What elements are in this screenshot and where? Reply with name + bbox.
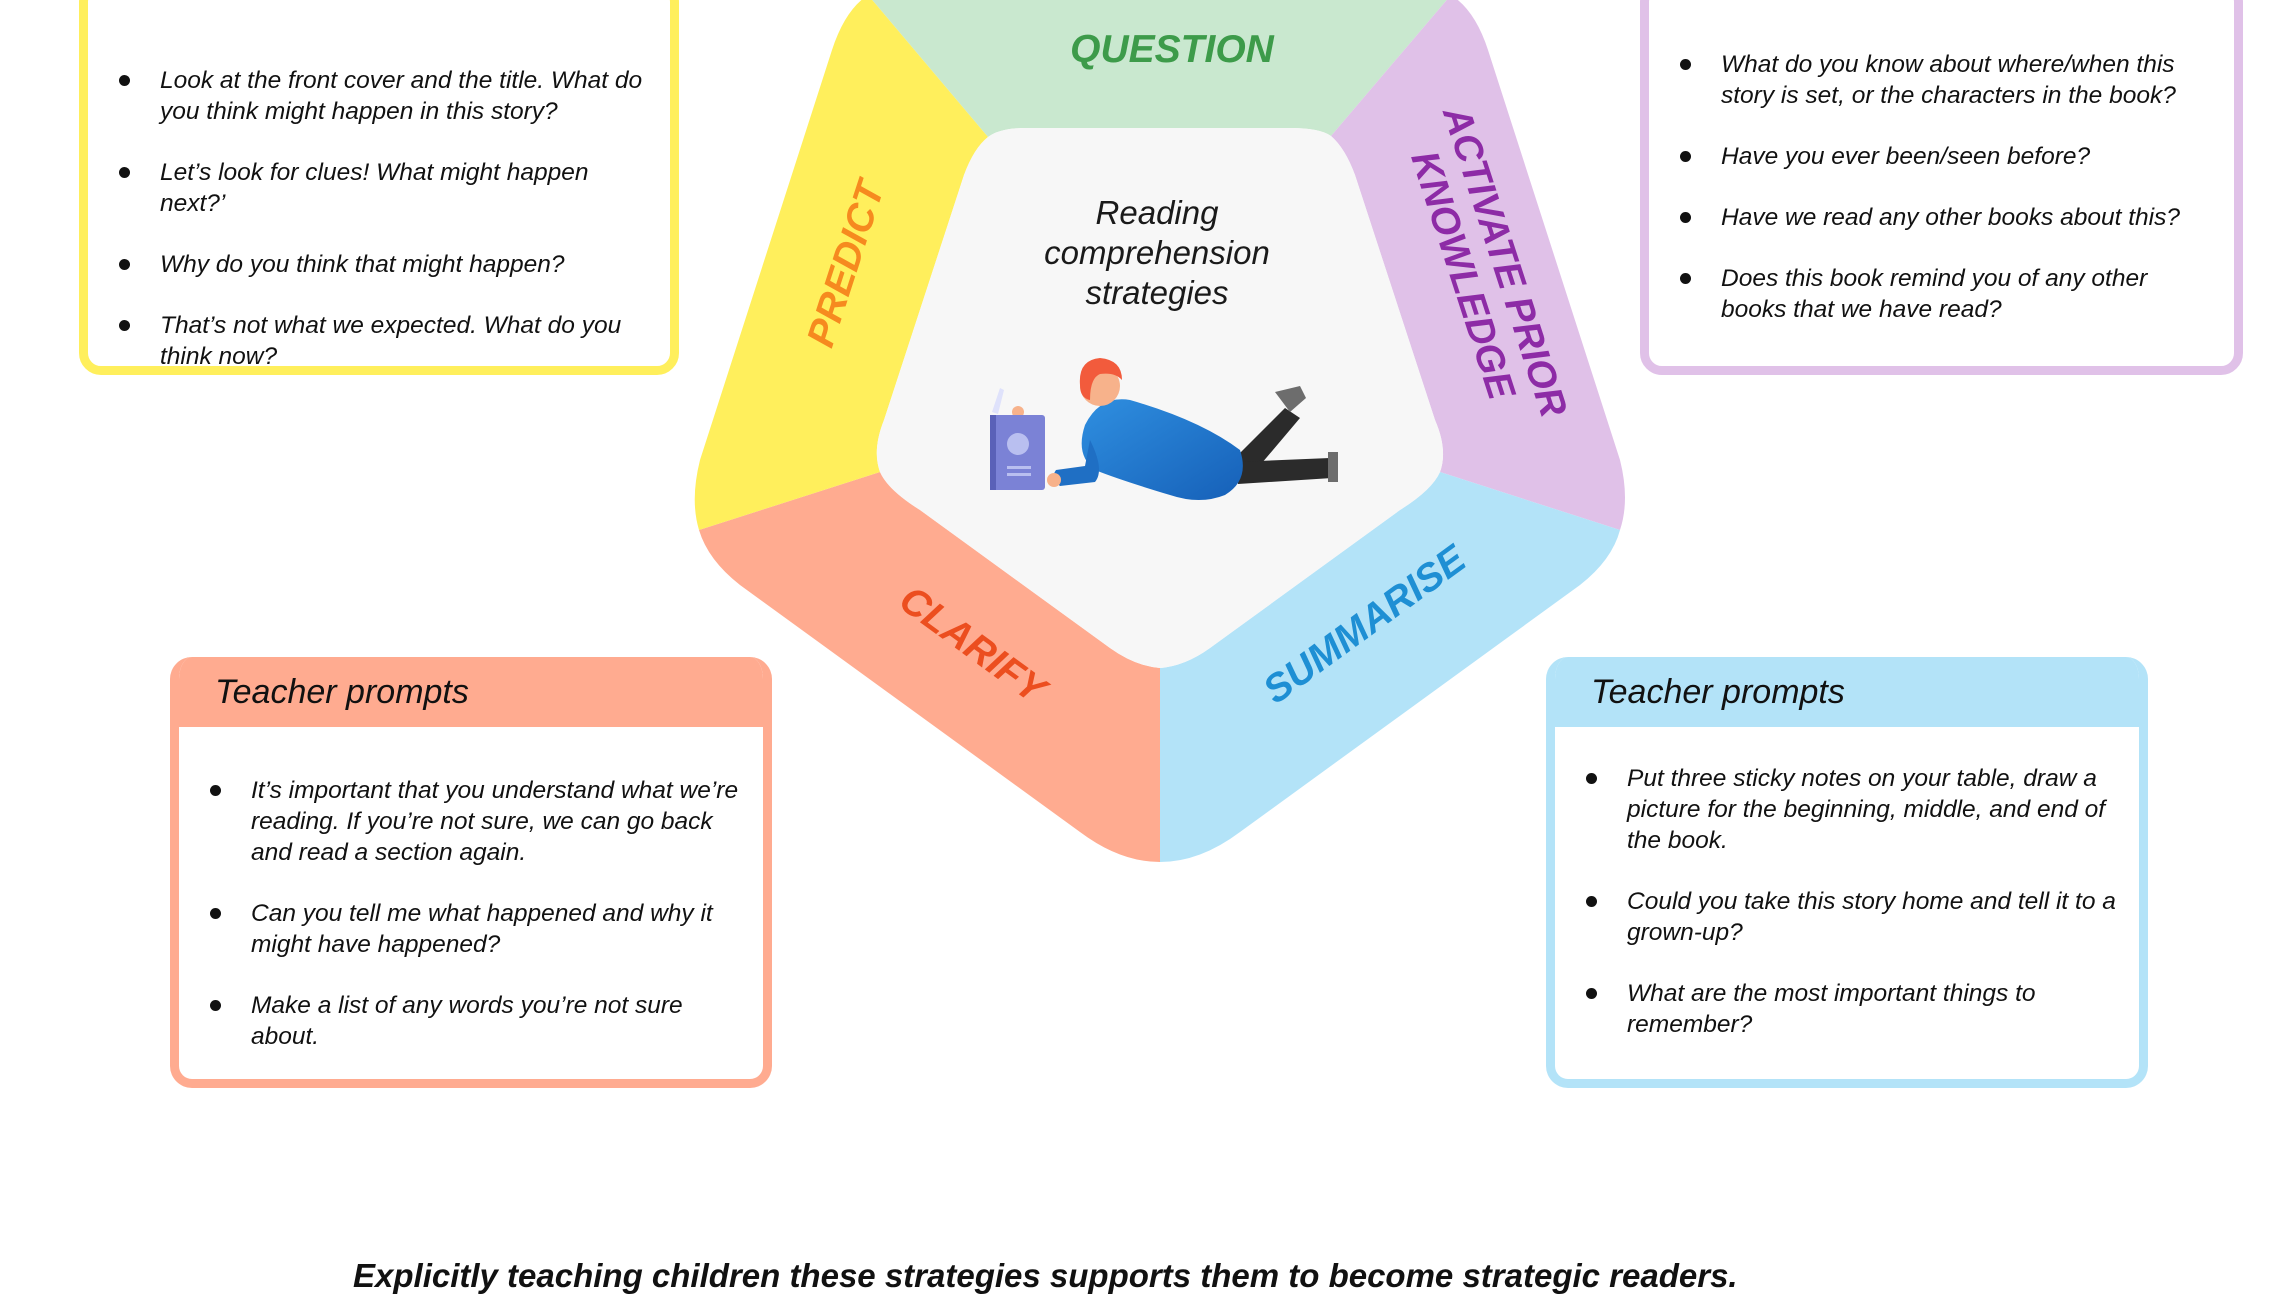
list-item: Why do you think that might happen? [88,249,670,280]
center-title: Reading comprehension strategies [967,193,1347,313]
label-question: QUESTION [1070,28,1275,71]
list-item: It’s important that you understand what … [179,775,763,868]
list-item: What do you know about where/when this s… [1649,49,2234,111]
bullet-icon [119,75,130,86]
list-item: Can you tell me what happened and why it… [179,898,763,960]
list-item: Have you ever been/seen before? [1649,141,2234,172]
segment-summarise [1160,472,1620,862]
card-heading: Teacher prompts [179,657,763,727]
bullet-icon [210,908,221,919]
list-item: Could you take this story home and tell … [1555,886,2139,948]
bullet-icon [1680,59,1691,70]
bullet-icon [1586,988,1597,999]
pentagon-center [876,128,1444,668]
bullet-icon [119,167,130,178]
center-title-line: comprehension [1044,234,1270,271]
person-reading-book-icon [990,358,1338,500]
center-title-line: strategies [1085,274,1229,311]
bullet-icon [1586,896,1597,907]
activate-prompts-card: What do you know about where/when this s… [1640,0,2243,375]
bullet-icon [119,259,130,270]
card-heading: Teacher prompts [1555,657,2139,727]
clarify-prompts-list: It’s important that you understand what … [179,727,763,1052]
bullet-icon [119,320,130,331]
list-item: Does this book remind you of any other b… [1649,263,2234,325]
segment-activate [1331,0,1625,530]
list-item: What are the most important things to re… [1555,978,2139,1040]
bullet-icon [1586,773,1597,784]
summarise-prompts-list: Put three sticky notes on your table, dr… [1555,727,2139,1040]
clarify-prompts-card: Teacher prompts It’s important that you … [170,657,772,1088]
list-item: Put three sticky notes on your table, dr… [1555,763,2139,856]
bullet-icon [1680,273,1691,284]
list-item: Let’s look for clues! What might happen … [88,157,670,219]
segment-question [872,0,1447,137]
segment-predict [694,0,988,530]
list-item: Make a list of any words you’re not sure… [179,990,763,1052]
segment-clarify [699,472,1160,862]
predict-prompts-list: Look at the front cover and the title. W… [88,0,670,366]
pentagon-segments [694,0,1625,862]
list-item: That’s not what we expected. What do you… [88,310,670,366]
bullet-icon [210,1000,221,1011]
footer-statement: Explicitly teaching children these strat… [353,1257,1738,1294]
bullet-icon [1680,151,1691,162]
bullet-icon [210,785,221,796]
list-item: Have we read any other books about this? [1649,202,2234,233]
summarise-prompts-card: Teacher prompts Put three sticky notes o… [1546,657,2148,1088]
center-title-line: Reading [1095,194,1219,231]
list-item: Look at the front cover and the title. W… [88,65,670,127]
predict-prompts-card: Look at the front cover and the title. W… [79,0,679,375]
bullet-icon [1680,212,1691,223]
activate-prompts-list: What do you know about where/when this s… [1649,0,2234,325]
